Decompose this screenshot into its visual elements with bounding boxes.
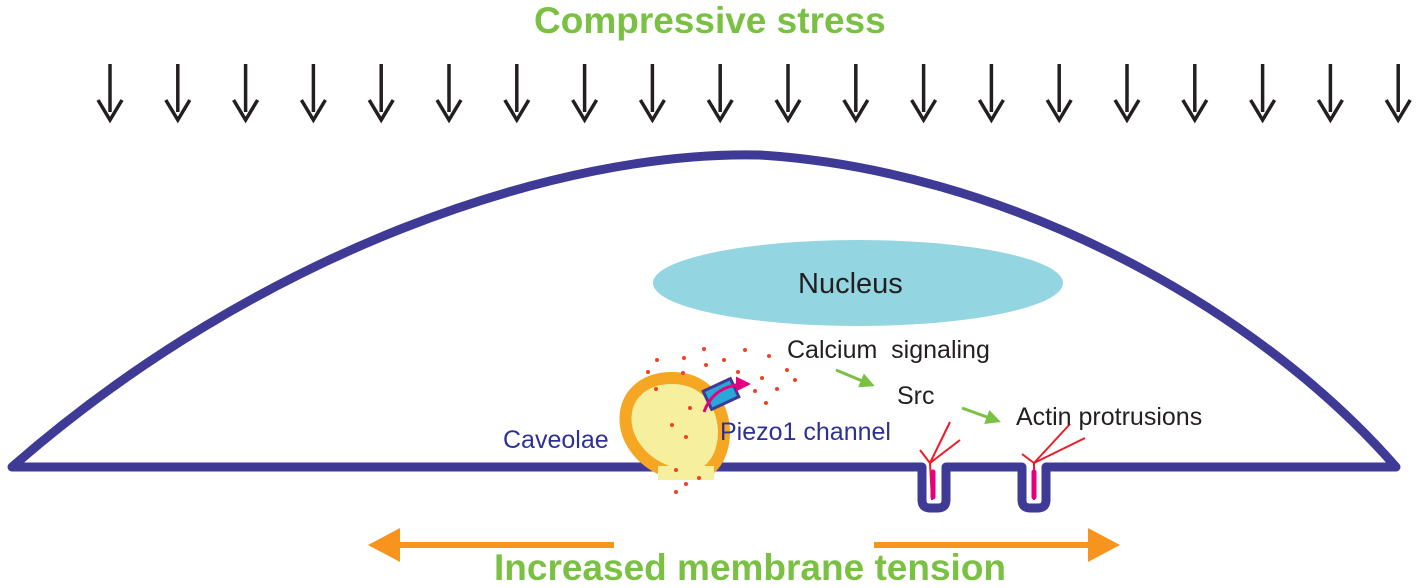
compressive-stress-arrows bbox=[96, 64, 1412, 124]
stress-arrow bbox=[367, 64, 395, 124]
stress-arrow bbox=[1249, 64, 1277, 124]
cell-membrane-outline bbox=[7, 150, 1401, 472]
actin-protrusions-label: Actin protrusions bbox=[1016, 403, 1203, 431]
stress-arrow bbox=[96, 64, 124, 124]
src-label: Src bbox=[897, 382, 935, 410]
membrane-tension-title: Increased membrane tension bbox=[494, 547, 1007, 588]
stress-arrow bbox=[638, 64, 666, 124]
stress-arrow bbox=[164, 64, 192, 124]
tension-arrow-left bbox=[368, 528, 614, 562]
stress-arrow bbox=[503, 64, 531, 124]
stress-arrow bbox=[842, 64, 870, 124]
stress-arrow bbox=[232, 64, 260, 124]
stress-arrow bbox=[435, 64, 463, 124]
stress-arrow bbox=[977, 64, 1005, 124]
piezo1-channel-shape bbox=[701, 376, 751, 413]
stress-arrow bbox=[571, 64, 599, 124]
stress-arrow bbox=[1384, 64, 1412, 124]
nucleus-shape bbox=[653, 240, 1063, 326]
caveolae-label: Caveolae bbox=[503, 426, 609, 454]
cell-membrane-base bbox=[12, 462, 1396, 513]
stress-arrow bbox=[1181, 64, 1209, 124]
piezo1-channel-label: Piezo1 channel bbox=[720, 418, 891, 446]
nucleus-label: Nucleus bbox=[798, 268, 903, 300]
pathway-arrow-calcium-to-src bbox=[835, 368, 875, 388]
actin-protrusion-tips bbox=[930, 469, 1037, 500]
stress-arrow bbox=[299, 64, 327, 124]
stress-arrow bbox=[1316, 64, 1344, 124]
actin-filaments bbox=[919, 421, 1086, 501]
stress-arrow bbox=[1113, 64, 1141, 124]
stress-arrow bbox=[706, 64, 734, 124]
tension-arrow-right bbox=[874, 528, 1120, 562]
stress-arrow bbox=[774, 64, 802, 124]
compressive-stress-title: Compressive stress bbox=[534, 0, 886, 41]
stress-arrow bbox=[910, 64, 938, 124]
pathway-arrow-src-to-actin bbox=[961, 406, 1001, 424]
calcium-signaling-label: Calcium signaling bbox=[787, 336, 990, 364]
stress-arrow bbox=[1045, 64, 1073, 124]
calcium-ions bbox=[646, 347, 797, 494]
